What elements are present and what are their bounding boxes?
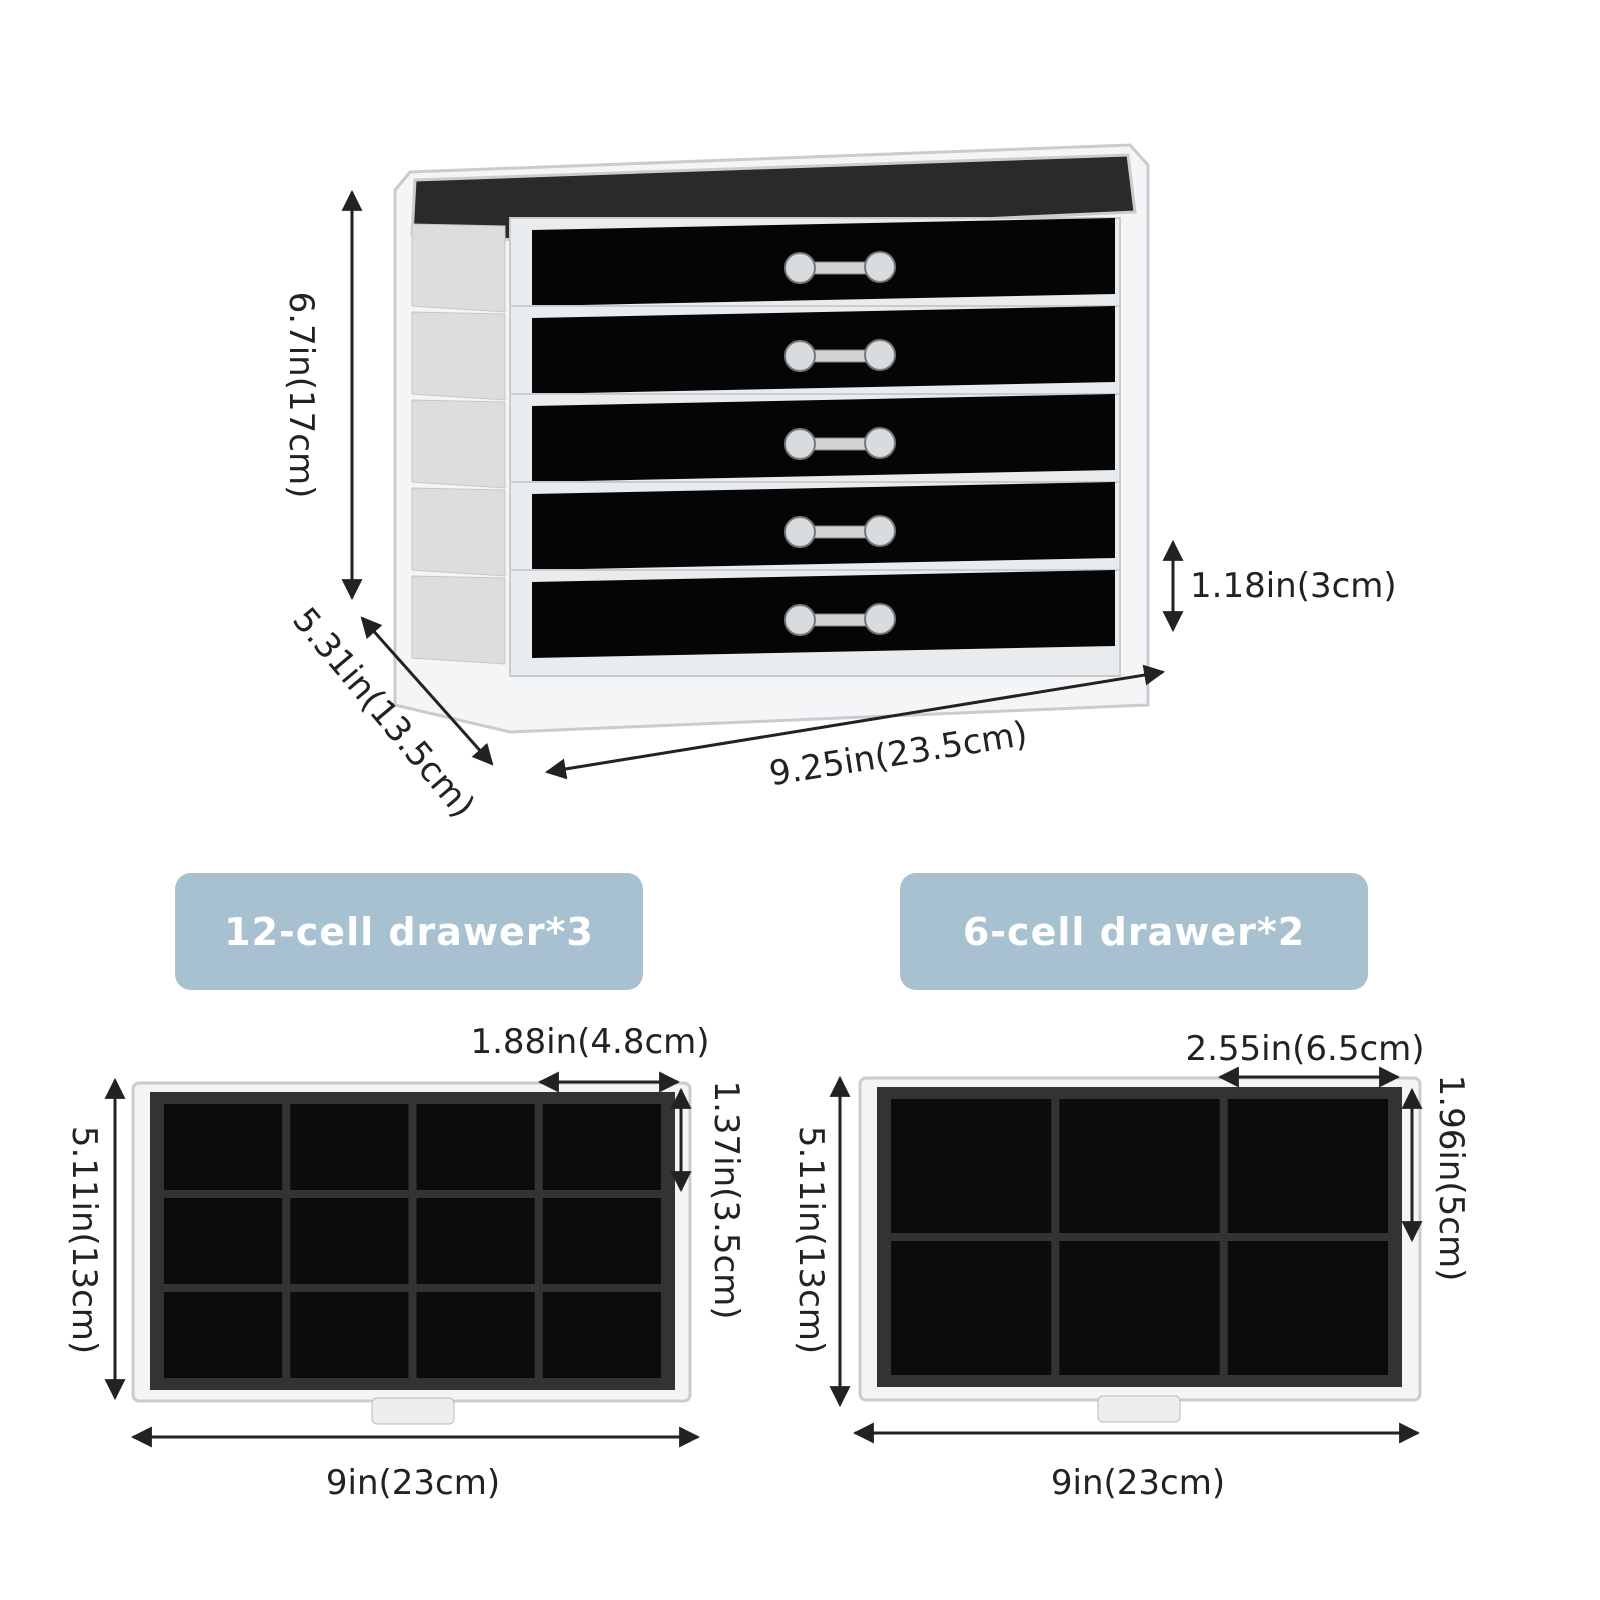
velvet-cell [1059,1241,1220,1375]
tray-handle [1097,1395,1181,1423]
velvet-cell [542,1292,661,1378]
tray-handle [371,1397,455,1425]
drawer-front[interactable] [411,569,1121,677]
velvet-cell [416,1292,535,1378]
cell-height-label: 1.37in(3.5cm) [706,1080,746,1319]
tray-depth-label: 5.11in(13cm) [791,1126,831,1354]
tray-depth-label: 5.11in(13cm) [64,1126,104,1354]
velvet-cell [1059,1099,1220,1233]
depth-arrow [360,616,494,766]
drawer-height-label: 1.18in(3cm) [1190,566,1397,606]
width-arrow [544,664,1166,780]
velvet-cell [416,1198,535,1284]
badge-12-cell: 12-cell drawer*3 [175,873,643,990]
cell-width-label: 1.88in(4.8cm) [470,1022,709,1062]
cell-width-label: 2.55in(6.5cm) [1185,1029,1424,1069]
velvet-cell [1227,1241,1388,1375]
tray-width-label: 9in(23cm) [1051,1463,1225,1503]
velvet-cell [164,1292,283,1378]
velvet-cell [891,1099,1052,1233]
handle-icon[interactable] [784,339,896,372]
velvet-cell [416,1104,535,1190]
width-label: 9.25in(23.5cm) [766,714,1030,794]
cell-height-label: 1.96in(5cm) [1431,1075,1471,1282]
badge-6-cell: 6-cell drawer*2 [900,873,1368,990]
velvet-cell [290,1104,409,1190]
handle-icon[interactable] [784,603,896,636]
velvet-cell [164,1198,283,1284]
velvet-cell [1227,1099,1388,1233]
drawer-unit [393,143,1150,734]
velvet-cell [290,1198,409,1284]
tray-6-cell [858,1076,1422,1423]
handle-icon[interactable] [784,515,896,548]
handle-icon[interactable] [784,427,896,460]
velvet-cell [542,1198,661,1284]
velvet-cell [891,1241,1052,1375]
height-label: 6.7in(17cm) [281,292,321,499]
velvet-cell [290,1292,409,1378]
velvet-cell [164,1104,283,1190]
tray-width-label: 9in(23cm) [326,1463,500,1503]
handle-icon[interactable] [784,251,896,284]
velvet-cell [542,1104,661,1190]
tray-12-cell [131,1081,692,1425]
